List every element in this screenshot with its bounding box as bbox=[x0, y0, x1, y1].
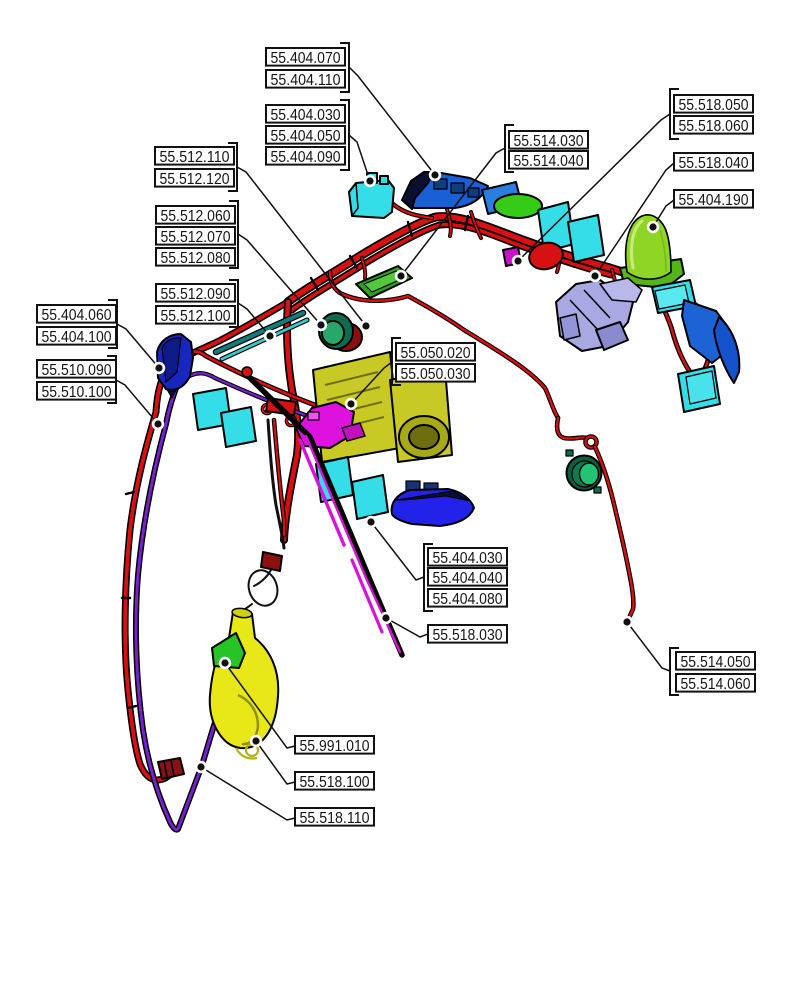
svg-text:55.518.040: 55.518.040 bbox=[679, 155, 749, 172]
svg-text:55.518.110: 55.518.110 bbox=[300, 810, 370, 827]
svg-text:55.514.060: 55.514.060 bbox=[681, 676, 751, 693]
svg-text:55.510.090: 55.510.090 bbox=[42, 362, 112, 379]
svg-text:55.404.030: 55.404.030 bbox=[433, 550, 503, 567]
svg-text:55.514.040: 55.514.040 bbox=[514, 153, 584, 170]
svg-text:55.518.100: 55.518.100 bbox=[300, 774, 370, 791]
svg-text:55.510.100: 55.510.100 bbox=[42, 384, 112, 401]
svg-text:55.404.080: 55.404.080 bbox=[433, 591, 503, 608]
svg-text:55.404.190: 55.404.190 bbox=[679, 192, 749, 209]
svg-text:55.404.040: 55.404.040 bbox=[433, 570, 503, 587]
svg-text:55.512.120: 55.512.120 bbox=[160, 171, 230, 188]
svg-text:55.050.030: 55.050.030 bbox=[401, 366, 471, 383]
svg-text:55.512.070: 55.512.070 bbox=[161, 229, 231, 246]
svg-text:55.512.090: 55.512.090 bbox=[161, 286, 231, 303]
svg-text:55.518.030: 55.518.030 bbox=[433, 627, 503, 644]
svg-text:55.512.080: 55.512.080 bbox=[161, 250, 231, 267]
svg-text:55.404.090: 55.404.090 bbox=[271, 149, 341, 166]
svg-text:55.512.110: 55.512.110 bbox=[160, 149, 230, 166]
svg-text:55.512.060: 55.512.060 bbox=[161, 208, 231, 225]
svg-text:55.518.060: 55.518.060 bbox=[679, 118, 749, 135]
svg-text:55.404.050: 55.404.050 bbox=[271, 128, 341, 145]
svg-text:55.050.020: 55.050.020 bbox=[401, 345, 471, 362]
svg-text:55.404.030: 55.404.030 bbox=[271, 107, 341, 124]
svg-text:55.514.050: 55.514.050 bbox=[681, 654, 751, 671]
svg-text:55.518.050: 55.518.050 bbox=[679, 97, 749, 114]
svg-text:55.404.070: 55.404.070 bbox=[271, 50, 341, 67]
svg-text:55.991.010: 55.991.010 bbox=[300, 738, 370, 755]
svg-text:55.404.110: 55.404.110 bbox=[271, 72, 341, 89]
svg-text:55.404.060: 55.404.060 bbox=[42, 307, 112, 324]
svg-text:55.512.100: 55.512.100 bbox=[161, 308, 231, 325]
svg-text:55.514.030: 55.514.030 bbox=[514, 133, 584, 150]
svg-text:55.404.100: 55.404.100 bbox=[42, 329, 112, 346]
